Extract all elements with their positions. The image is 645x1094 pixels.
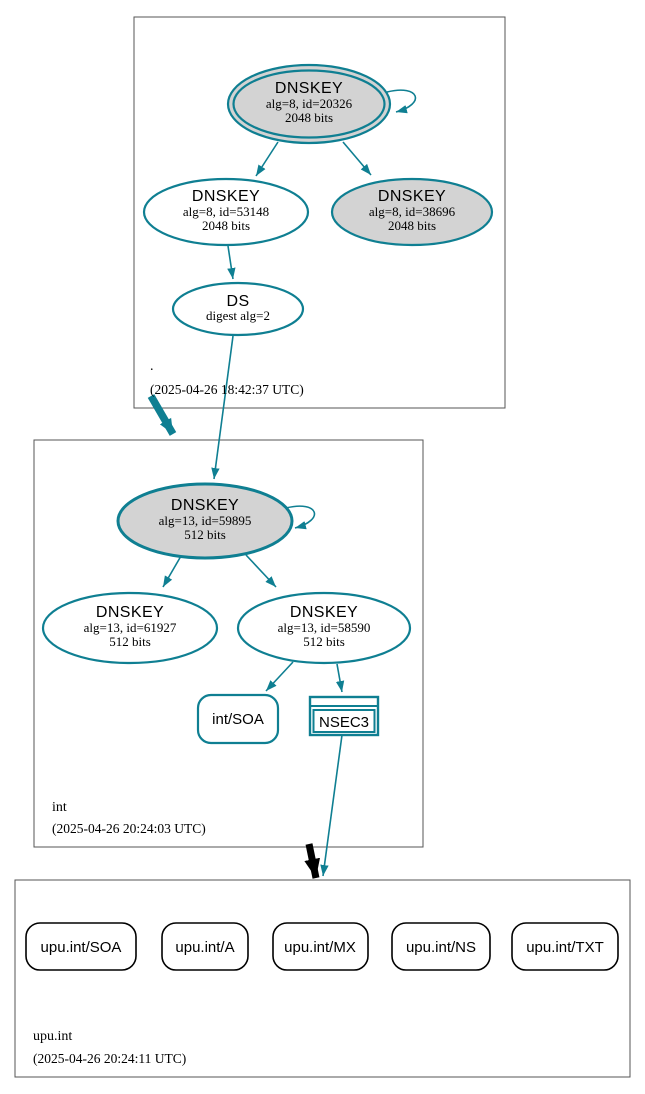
node-rrset-int-soa: int/SOA bbox=[196, 693, 280, 745]
edge-root-ksk-self-loop bbox=[386, 89, 417, 114]
delegation-arrow-root-to-int bbox=[147, 394, 177, 436]
node-dnskey-53148-title: DNSKEY bbox=[192, 188, 260, 205]
node-rrset-upu-int-soa-shape[interactable] bbox=[25, 922, 137, 971]
node-rrset-upu-int-mx: upu.int/MX bbox=[272, 922, 369, 971]
edge-ds-to-int-ksk bbox=[211, 335, 234, 480]
node-rrset-upu-int-a-shape[interactable] bbox=[161, 922, 249, 971]
node-nsec3: NSEC3 bbox=[308, 695, 380, 737]
node-dnskey-61927-title: DNSKEY bbox=[96, 604, 164, 621]
node-nsec3-outer-shape[interactable] bbox=[308, 695, 380, 737]
zone-box-upu-int bbox=[14, 879, 631, 1078]
node-dnskey-58590-alg: alg=13, id=58590 bbox=[278, 620, 371, 635]
edge-root-ksk-to-key38696 bbox=[342, 141, 372, 176]
node-dnskey-53148-shape[interactable] bbox=[142, 177, 310, 247]
node-dnskey-61927-shape[interactable] bbox=[41, 591, 219, 665]
node-rrset-upu-int-txt-shape[interactable] bbox=[511, 922, 619, 971]
node-dnskey-20326-alg: alg=8, id=20326 bbox=[266, 96, 353, 111]
node-rrset-upu-int-soa-label: upu.int/SOA bbox=[41, 939, 122, 956]
zone-label-root: . bbox=[150, 359, 154, 374]
node-rrset-upu-int-a: upu.int/A bbox=[161, 922, 249, 971]
node-dnskey-38696: DNSKEY alg=8, id=38696 2048 bits bbox=[330, 177, 494, 247]
node-ds-root-title: DS bbox=[226, 293, 249, 310]
node-dnskey-53148-bits: 2048 bits bbox=[202, 218, 250, 233]
node-dnskey-59895-title: DNSKEY bbox=[171, 497, 239, 514]
node-dnskey-58590: DNSKEY alg=13, id=58590 512 bits bbox=[236, 591, 412, 665]
node-dnskey-38696-alg: alg=8, id=38696 bbox=[369, 204, 456, 219]
edge-nsec3-to-upu-int bbox=[320, 734, 343, 877]
zone-timestamp-upu-int: (2025-04-26 20:24:11 UTC) bbox=[33, 1051, 186, 1066]
zone-timestamp-int: (2025-04-26 20:24:03 UTC) bbox=[52, 821, 206, 836]
node-dnskey-58590-shape[interactable] bbox=[236, 591, 412, 665]
node-dnskey-58590-bits: 512 bits bbox=[303, 634, 345, 649]
node-dnskey-59895-alg: alg=13, id=59895 bbox=[159, 513, 252, 528]
node-rrset-upu-int-txt: upu.int/TXT bbox=[511, 922, 619, 971]
node-dnskey-59895-shape[interactable] bbox=[116, 482, 294, 560]
node-nsec3-inner-shape bbox=[312, 709, 376, 733]
node-ds-root-shape[interactable] bbox=[171, 281, 305, 337]
edge-root-zsk-to-ds bbox=[227, 245, 236, 280]
delegation-arrow-int-to-upu-int bbox=[304, 843, 321, 879]
node-rrset-int-soa-label: int/SOA bbox=[212, 711, 264, 728]
edge-key58590-to-int-soa bbox=[265, 661, 294, 692]
node-dnskey-20326-shape[interactable] bbox=[226, 63, 392, 145]
edge-root-ksk-to-zsk bbox=[255, 141, 279, 177]
node-dnskey-53148: DNSKEY alg=8, id=53148 2048 bits bbox=[142, 177, 310, 247]
zone-label-int: int bbox=[52, 800, 67, 815]
node-dnskey-38696-shape[interactable] bbox=[330, 177, 494, 247]
zone-label-upu-int: upu.int bbox=[33, 1029, 72, 1044]
node-rrset-upu-int-ns: upu.int/NS bbox=[391, 922, 491, 971]
node-rrset-upu-int-mx-label: upu.int/MX bbox=[284, 939, 356, 956]
node-dnskey-38696-bits: 2048 bits bbox=[388, 218, 436, 233]
node-nsec3-label: NSEC3 bbox=[319, 714, 369, 731]
node-dnskey-53148-alg: alg=8, id=53148 bbox=[183, 204, 269, 219]
node-dnskey-20326-inner-ring bbox=[232, 69, 386, 139]
node-dnskey-61927: DNSKEY alg=13, id=61927 512 bits bbox=[41, 591, 219, 665]
node-rrset-upu-int-ns-label: upu.int/NS bbox=[406, 939, 476, 956]
node-rrset-int-soa-shape[interactable] bbox=[196, 693, 280, 745]
node-dnskey-59895: DNSKEY alg=13, id=59895 512 bits bbox=[116, 482, 294, 560]
node-rrset-upu-int-soa: upu.int/SOA bbox=[25, 922, 137, 971]
zone-timestamp-root: (2025-04-26 18:42:37 UTC) bbox=[150, 382, 304, 397]
edge-int-ksk-self-loop bbox=[285, 505, 316, 530]
edge-int-ksk-to-key61927 bbox=[162, 555, 182, 588]
node-dnskey-61927-alg: alg=13, id=61927 bbox=[84, 620, 177, 635]
node-dnskey-61927-bits: 512 bits bbox=[109, 634, 151, 649]
edge-key58590-to-nsec3 bbox=[335, 663, 345, 693]
node-dnskey-38696-title: DNSKEY bbox=[378, 188, 446, 205]
node-rrset-upu-int-mx-shape[interactable] bbox=[272, 922, 369, 971]
node-dnskey-58590-title: DNSKEY bbox=[290, 604, 358, 621]
node-rrset-upu-int-a-label: upu.int/A bbox=[175, 939, 234, 956]
node-ds-root-detail: digest alg=2 bbox=[206, 308, 270, 323]
node-ds-root: DS digest alg=2 bbox=[171, 281, 305, 337]
node-rrset-upu-int-ns-shape[interactable] bbox=[391, 922, 491, 971]
node-rrset-upu-int-txt-label: upu.int/TXT bbox=[526, 939, 604, 956]
edge-int-ksk-to-key58590 bbox=[245, 554, 277, 588]
node-dnskey-59895-bits: 512 bits bbox=[184, 527, 226, 542]
node-dnskey-20326: DNSKEY alg=8, id=20326 2048 bits bbox=[226, 63, 392, 145]
node-dnskey-20326-bits: 2048 bits bbox=[285, 110, 333, 125]
node-dnskey-20326-title: DNSKEY bbox=[275, 80, 343, 97]
